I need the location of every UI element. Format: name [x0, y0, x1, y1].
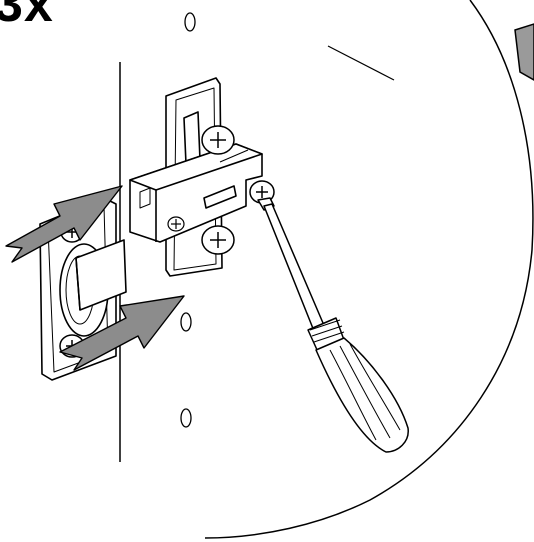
alignment-line [327, 45, 395, 81]
zoom-circle-outline [204, 0, 534, 539]
cabinet-hole [180, 408, 192, 428]
cabinet-hole [180, 312, 192, 332]
cabinet-hole [184, 12, 196, 32]
push-arrow [5, 185, 123, 263]
push-arrow [59, 295, 185, 371]
hinge-arm [129, 143, 263, 243]
quantity-label: 3x [0, 0, 54, 33]
screw-adjustment [249, 180, 275, 204]
zoom-leader-tab [514, 23, 534, 81]
screwdriver [257, 197, 409, 453]
screw-arm-small [167, 216, 185, 232]
screw-lower-plate [201, 225, 235, 255]
screw-upper-plate [201, 125, 235, 155]
